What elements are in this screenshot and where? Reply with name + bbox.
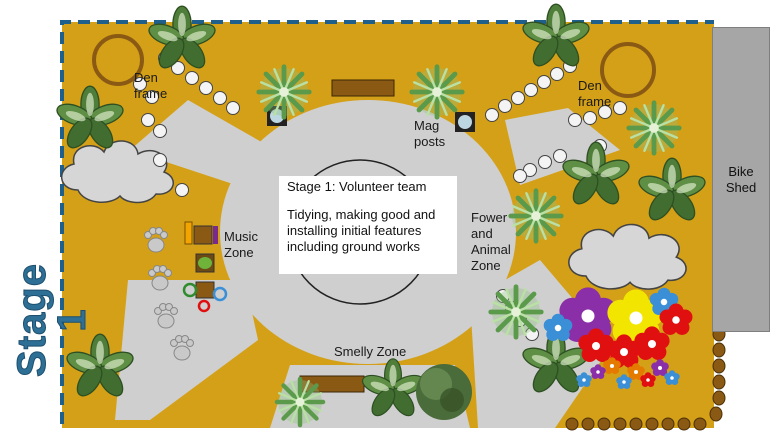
stage-info-title: Stage 1: Volunteer team — [287, 179, 427, 194]
garden-boundary — [60, 20, 714, 424]
bench-icon — [331, 79, 395, 97]
flower-animal-zone-label: Fower and Animal Zone — [471, 210, 511, 273]
smelly-zone-label: Smelly Zone — [334, 344, 407, 359]
spiky-plant-icon — [491, 287, 541, 337]
stage-info-box: Stage 1: Volunteer team Tidying, making … — [279, 176, 457, 274]
stage-label: Stage 1 — [10, 263, 95, 378]
stage-info-body: Tidying, making good and installing init… — [287, 207, 436, 254]
mag-posts-label: Mag posts — [414, 118, 446, 149]
den-frame-icon — [600, 42, 656, 98]
music-zone-label: Music Zone — [224, 229, 258, 260]
spiky-plant-icon — [259, 67, 309, 117]
den-frame-label-left: Den frame — [134, 70, 168, 101]
den-frame-icon — [92, 34, 144, 86]
spiky-plant-icon — [412, 67, 462, 117]
spiky-plant-icon — [629, 103, 679, 153]
magnifier-post-icon — [455, 112, 475, 132]
instrument-icon — [182, 221, 228, 313]
log-border — [565, 326, 726, 431]
spiky-plant-icon — [511, 191, 561, 241]
round-shrub-icon — [416, 364, 472, 420]
bike-shed: Bike Shed — [712, 27, 770, 332]
bike-shed-label: Bike Shed — [725, 164, 757, 195]
den-frame-label-right: Den frame — [578, 78, 612, 109]
spiky-plant-icon — [277, 379, 323, 425]
